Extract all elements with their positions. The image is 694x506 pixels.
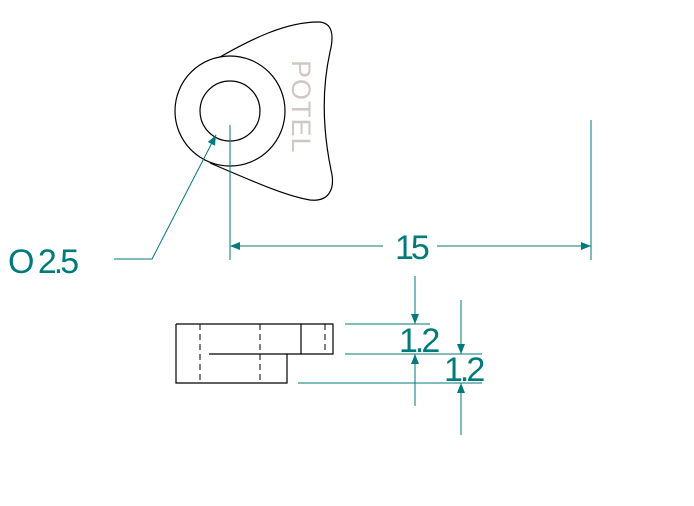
width-label: 15: [395, 229, 429, 267]
upper-thickness-label: 1.2: [399, 322, 439, 360]
part-engraving: POTEL: [286, 60, 316, 154]
side-view: [175, 323, 334, 384]
hidden-lines: [199, 324, 326, 383]
dimensions: [114, 120, 592, 435]
hole-diameter-label: O 2.5: [8, 243, 78, 281]
part-outline: [209, 21, 333, 201]
diameter-leader-line: [114, 134, 217, 260]
lower-thickness-label: 1.2: [444, 351, 484, 389]
